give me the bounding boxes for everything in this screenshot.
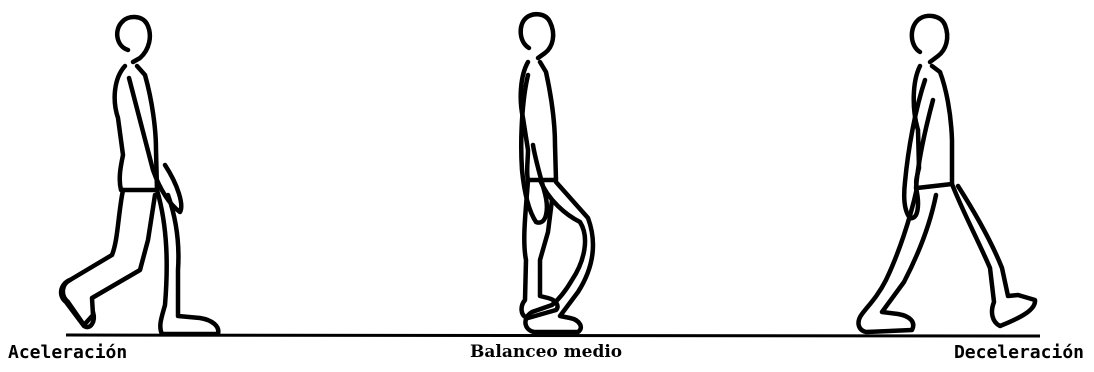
- label-deceleration: Deceleración: [954, 342, 1084, 363]
- figure-mid-swing: [521, 14, 593, 332]
- label-acceleration: Aceleración: [8, 342, 127, 363]
- figure-mid-swing-head: [521, 14, 554, 58]
- figure-deceleration-head: [912, 16, 947, 62]
- figure-deceleration: [859, 16, 1036, 332]
- figure-acceleration: [61, 17, 218, 334]
- figure-acceleration-head: [117, 17, 150, 62]
- figure-deceleration-back-leg: [952, 184, 1035, 326]
- figure-deceleration-front-leg: [859, 188, 936, 332]
- figure-acceleration-torso: [115, 66, 157, 190]
- figure-acceleration-front-leg: [157, 190, 218, 334]
- figure-acceleration-back-leg: [63, 190, 155, 325]
- label-mid-swing: Balanceo medio: [470, 342, 622, 362]
